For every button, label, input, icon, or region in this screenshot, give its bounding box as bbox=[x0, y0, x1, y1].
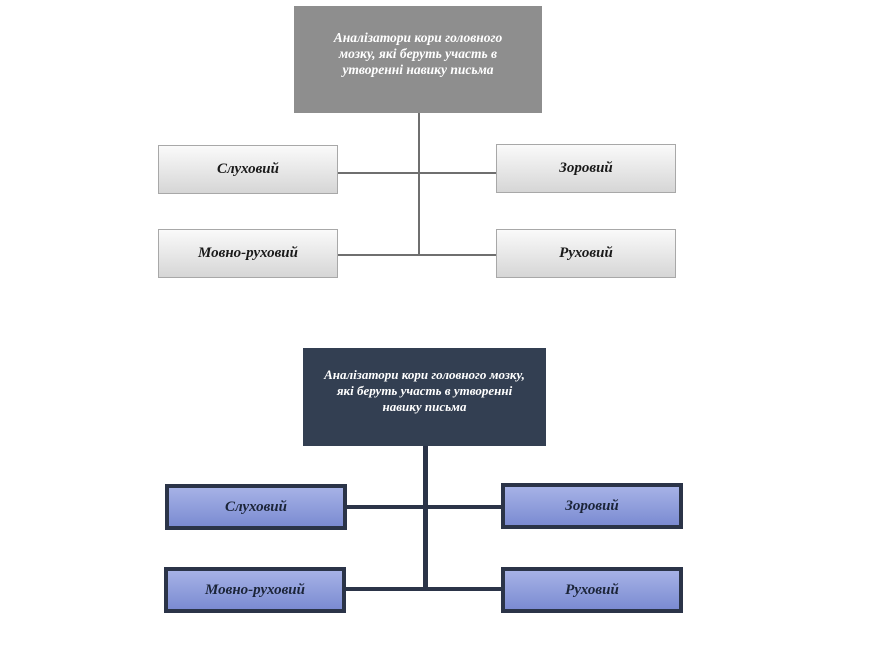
connector-lower-right bbox=[425, 587, 502, 591]
leaf-box-speech-motor: Мовно-руховий bbox=[164, 567, 346, 613]
connector-lower-left bbox=[338, 254, 419, 256]
leaf-box-speech-motor: Мовно-руховий bbox=[158, 229, 338, 278]
leaf-box-auditory: Слуховий bbox=[165, 484, 347, 530]
connector-upper-right bbox=[418, 172, 497, 174]
connector-lower-left bbox=[345, 587, 425, 591]
leaf-box-auditory: Слуховий bbox=[158, 145, 338, 194]
connector-upper-right bbox=[426, 505, 502, 509]
leaf-box-visual: Зоровий bbox=[501, 483, 683, 529]
leaf-box-visual: Зоровий bbox=[496, 144, 676, 193]
connector-trunk bbox=[423, 446, 428, 590]
leaf-box-motor: Руховий bbox=[496, 229, 676, 278]
connector-upper-left bbox=[338, 172, 419, 174]
connector-lower-right bbox=[418, 254, 497, 256]
root-box: Аналізатори кори головного мозку, які бе… bbox=[303, 348, 546, 446]
root-box: Аналізатори кори головного мозку, які бе… bbox=[294, 6, 542, 113]
connector-trunk bbox=[418, 113, 420, 255]
leaf-box-motor: Руховий bbox=[501, 567, 683, 613]
connector-upper-left bbox=[346, 505, 426, 509]
